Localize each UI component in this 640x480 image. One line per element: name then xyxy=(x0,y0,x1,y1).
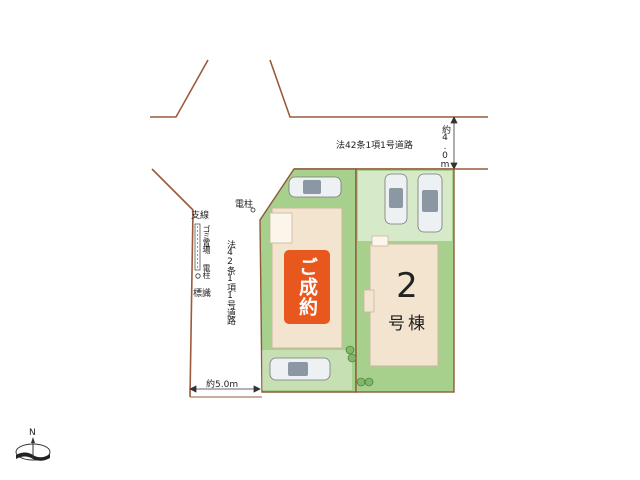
road-west-width: 約5.0m xyxy=(206,380,239,390)
utility-pole-side-icon xyxy=(195,273,201,279)
compass-north-label: N xyxy=(29,428,36,438)
road-west-label: 法42条1項1号道路 xyxy=(225,240,235,324)
sold-label: ご成約 xyxy=(296,257,318,317)
garbage-station xyxy=(194,223,201,271)
sold-badge xyxy=(284,250,330,324)
support-wire-label: 支線 xyxy=(191,211,210,221)
north-road-dimension xyxy=(450,116,458,170)
road-north-label: 法42条1項1号道路 xyxy=(336,141,413,151)
road-edge-nw xyxy=(150,59,209,118)
west-road-dimension xyxy=(189,385,261,393)
car-lot2-left xyxy=(384,173,408,225)
lot-2-porch xyxy=(371,235,389,247)
lot-2-entrance xyxy=(363,289,375,313)
compass-icon xyxy=(15,437,51,461)
road-north-width: 約4.0m xyxy=(440,125,450,169)
garbage-station-label: ゴミ置場 xyxy=(202,225,211,253)
sign-label: 標識 xyxy=(193,289,212,299)
lot-2-number: 2 xyxy=(396,266,418,306)
shrubs xyxy=(345,345,374,387)
utility-pole-side-label: 電柱 xyxy=(202,264,211,278)
utility-pole-top-icon xyxy=(250,207,256,213)
car-lot2-right xyxy=(417,173,443,233)
lot-2-suffix: 号棟 xyxy=(388,314,428,334)
utility-pole-top-label: 電柱 xyxy=(235,200,254,210)
road-edge-ne xyxy=(269,59,488,118)
lot-1-entrance xyxy=(269,212,293,244)
car-lot1-bottom xyxy=(269,357,331,381)
car-lot1-top xyxy=(288,176,342,198)
lot-2-building xyxy=(369,243,439,367)
road-edge-west xyxy=(151,168,194,398)
